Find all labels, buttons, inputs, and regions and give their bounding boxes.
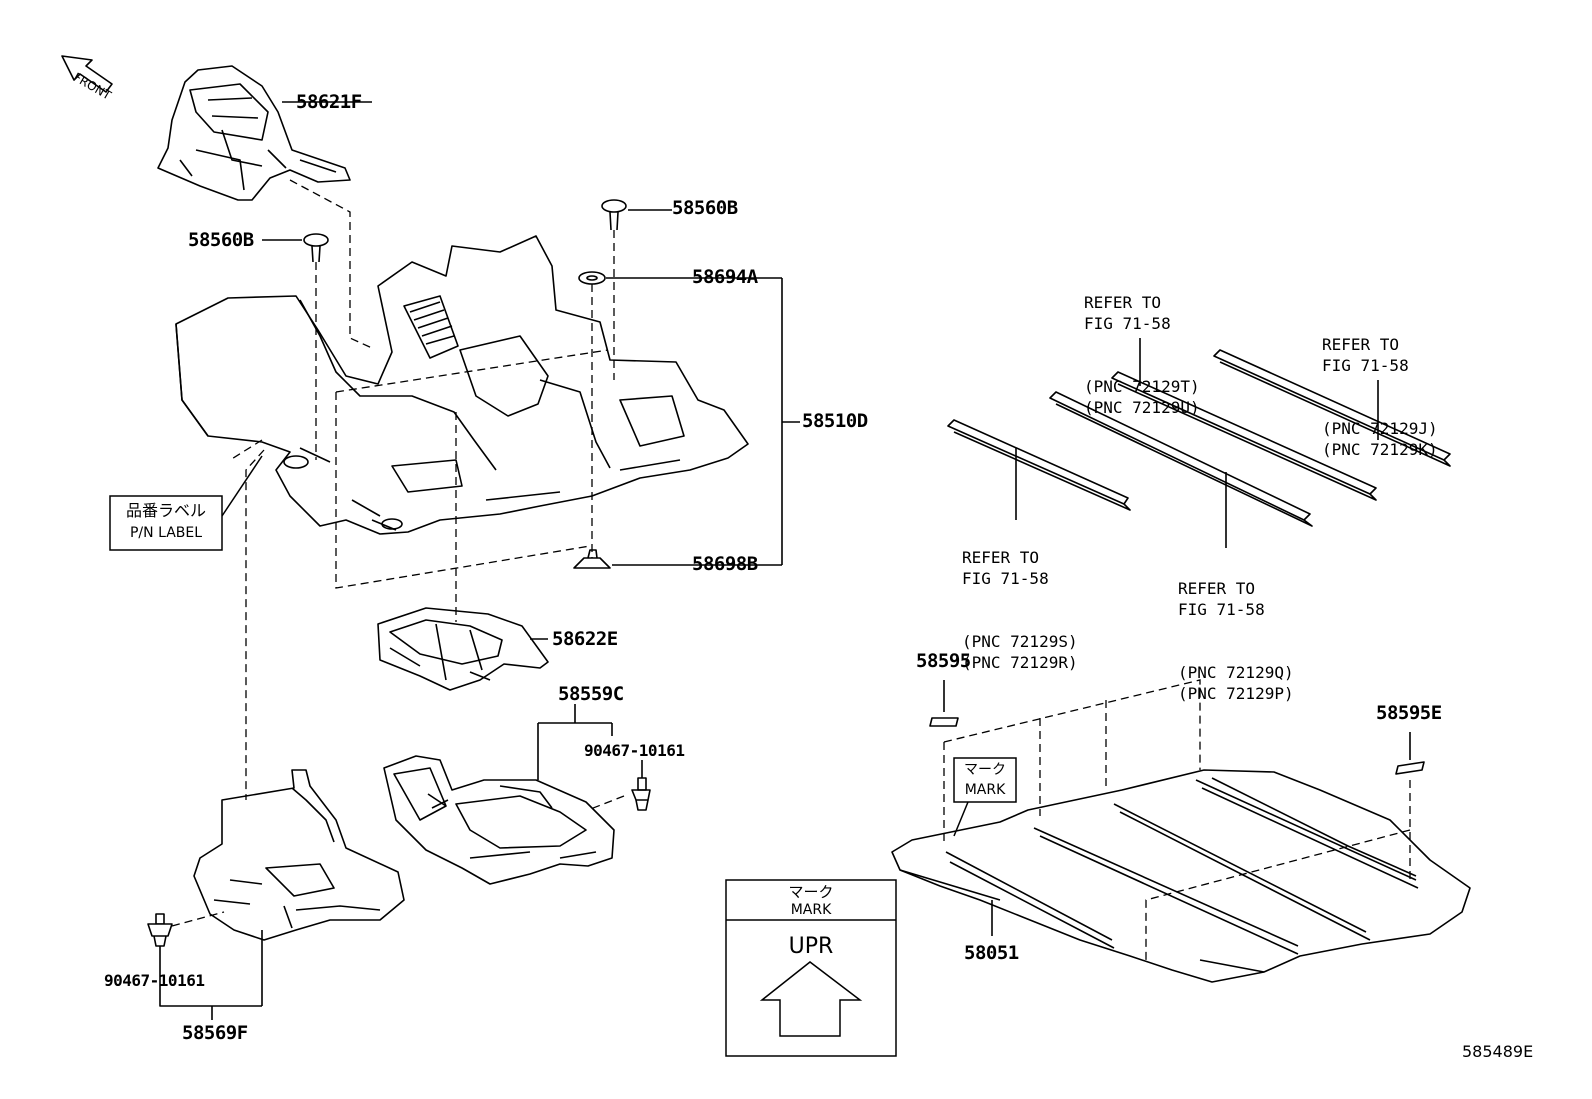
mark-small-box: [953, 757, 1017, 803]
mark-legend-en: MARK: [790, 902, 832, 918]
label-90467-right: 90467-10161: [584, 741, 685, 760]
label-58694A: 58694A: [692, 266, 758, 288]
mark-small-text: マーク MARK: [954, 760, 1016, 800]
clip-58694A-shape: [578, 271, 606, 285]
part-58569F-shape: [193, 769, 405, 941]
front-arrow-icon: [61, 55, 113, 93]
tab-58595-shape: [929, 717, 959, 727]
clip-90467-left-shape: [147, 913, 173, 947]
label-58560B-left: 58560B: [188, 229, 254, 251]
label-58569F: 58569F: [182, 1022, 248, 1044]
label-58510D: 58510D: [802, 410, 868, 432]
rail-qp-shape: [1049, 391, 1313, 527]
label-58595: 58595: [916, 650, 971, 672]
pn-label-en: P/N LABEL: [129, 525, 203, 541]
part-58559C-shape: [383, 755, 615, 885]
rail-jk-shape: [1213, 349, 1451, 467]
label-58621F: 58621F: [296, 91, 362, 113]
upr-arrow-icon: [759, 961, 863, 1037]
part-58621F-shape: [157, 65, 351, 201]
label-90467-left: 90467-10161: [104, 971, 205, 990]
part-58622E-shape: [377, 607, 549, 691]
clip-58698B-shape: [573, 549, 611, 569]
label-58622E: 58622E: [552, 628, 618, 650]
rail-tu-shape: [1111, 371, 1377, 501]
label-58698B: 58698B: [692, 553, 758, 575]
pn-label-jp: 品番ラベル: [125, 501, 206, 520]
clip-58560B-left-shape: [303, 233, 329, 263]
label-58560B-right: 58560B: [672, 197, 738, 219]
rail-sr-shape: [947, 419, 1131, 511]
mark-small-jp: マーク: [964, 762, 1006, 778]
carpet-58051-shape: [891, 769, 1471, 983]
upr-label: UPR: [788, 934, 834, 959]
figure-code: 585489E: [1462, 1042, 1534, 1061]
clip-58560B-right-shape: [601, 199, 627, 231]
label-58595E: 58595E: [1376, 702, 1442, 724]
label-58051: 58051: [964, 942, 1019, 964]
pn-label-box: [109, 495, 223, 551]
label-58559C: 58559C: [558, 683, 624, 705]
tab-58595E-shape: [1395, 761, 1425, 775]
mark-legend-header: マーク MARK: [726, 883, 896, 919]
carpet-58510D-shape: [175, 235, 749, 535]
mark-legend-box: [725, 879, 897, 1057]
pn-label-text: 品番ラベル P/N LABEL: [110, 500, 222, 544]
mark-small-en: MARK: [964, 782, 1006, 798]
mark-legend-jp: マーク: [788, 883, 834, 901]
clip-90467-right-shape: [631, 777, 651, 811]
